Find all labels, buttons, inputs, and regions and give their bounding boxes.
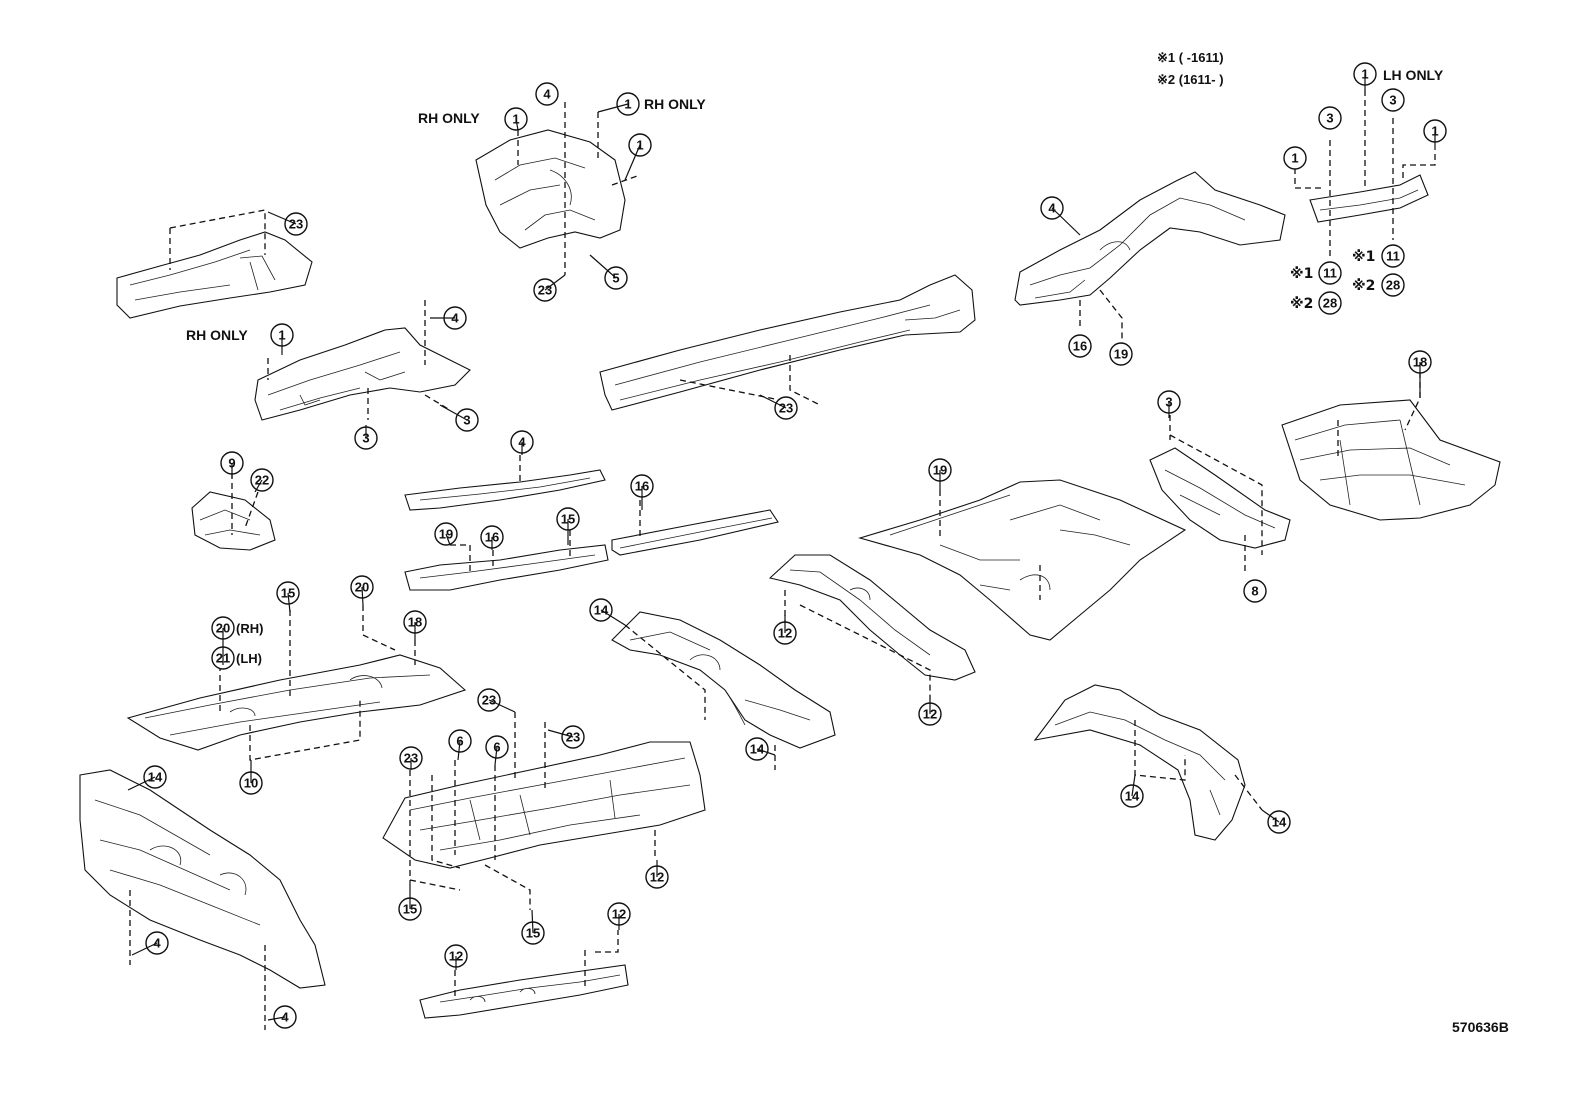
callout-16: 16	[1068, 334, 1092, 358]
callout-1: 1	[1283, 146, 1307, 170]
mark-2-b: ※2	[1290, 296, 1313, 312]
rocker-outer	[611, 500, 779, 556]
svg-text:11: 11	[1323, 266, 1337, 281]
svg-text:4: 4	[451, 311, 459, 326]
lh-only-label: LH ONLY	[1383, 67, 1444, 83]
rear-wheel-well	[611, 611, 836, 770]
rear-floor-side-member	[768, 554, 976, 700]
svg-text:28: 28	[1323, 296, 1337, 311]
rear-floor-cross-member	[419, 930, 629, 1019]
callout-3: 3	[1381, 88, 1405, 112]
callout-28: 28	[1318, 291, 1342, 315]
svg-text:11: 11	[1386, 249, 1400, 264]
note-1: ※1 ( -1611)	[1157, 50, 1224, 65]
callout-10: 10	[239, 771, 263, 795]
mark-1-b: ※1	[1290, 266, 1313, 282]
svg-text:3: 3	[1326, 111, 1333, 126]
floor-bracket	[191, 473, 276, 551]
front-floor-pan	[126, 605, 467, 761]
rh-only-label-3: RH ONLY	[186, 327, 248, 343]
rocker-inner	[404, 455, 609, 591]
callout-3: 3	[1318, 106, 1342, 130]
rocker-panel-long	[599, 274, 976, 411]
drawing-id: 570636B	[1452, 1019, 1509, 1035]
rear-floor-tub	[1281, 372, 1501, 521]
mark-1-a: ※1	[1352, 249, 1375, 265]
rear-cross-member	[1294, 90, 1436, 260]
rh-suffix-label: (RH)	[236, 621, 263, 636]
rh-only-label-2: RH ONLY	[644, 96, 706, 112]
svg-text:28: 28	[1386, 278, 1400, 293]
svg-text:19: 19	[1114, 347, 1128, 362]
svg-text:16: 16	[1073, 339, 1087, 354]
svg-text:8: 8	[1251, 584, 1258, 599]
rear-floor-extension	[1149, 415, 1291, 575]
dash-panel	[79, 769, 326, 1030]
rear-wheel-house	[1014, 171, 1286, 345]
rear-floor-side-pan	[1033, 684, 1263, 841]
callout-11: 11	[1381, 244, 1405, 268]
front-side-member-upper	[116, 209, 313, 319]
callout-19: 19	[1109, 342, 1133, 366]
front-apron	[475, 102, 641, 275]
callout-11: 11	[1318, 261, 1342, 285]
callout-8: 8	[1243, 579, 1267, 603]
callout-28: 28	[1381, 273, 1405, 297]
svg-text:3: 3	[1389, 93, 1396, 108]
rh-only-label-1: RH ONLY	[418, 110, 480, 126]
svg-text:14: 14	[148, 770, 163, 785]
lh-suffix-label: (LH)	[236, 651, 262, 666]
callout-23: 23	[477, 688, 501, 712]
front-side-member	[254, 300, 471, 421]
mark-2-a: ※2	[1352, 278, 1375, 294]
svg-text:4: 4	[153, 936, 161, 951]
svg-text:14: 14	[1272, 815, 1287, 830]
svg-text:4: 4	[281, 1010, 289, 1025]
rear-floor-pan	[858, 479, 1187, 641]
callout-4: 4	[535, 82, 559, 106]
note-2: ※2 (1611- )	[1157, 72, 1224, 87]
svg-text:4: 4	[543, 87, 551, 102]
svg-text:1: 1	[1291, 151, 1298, 166]
